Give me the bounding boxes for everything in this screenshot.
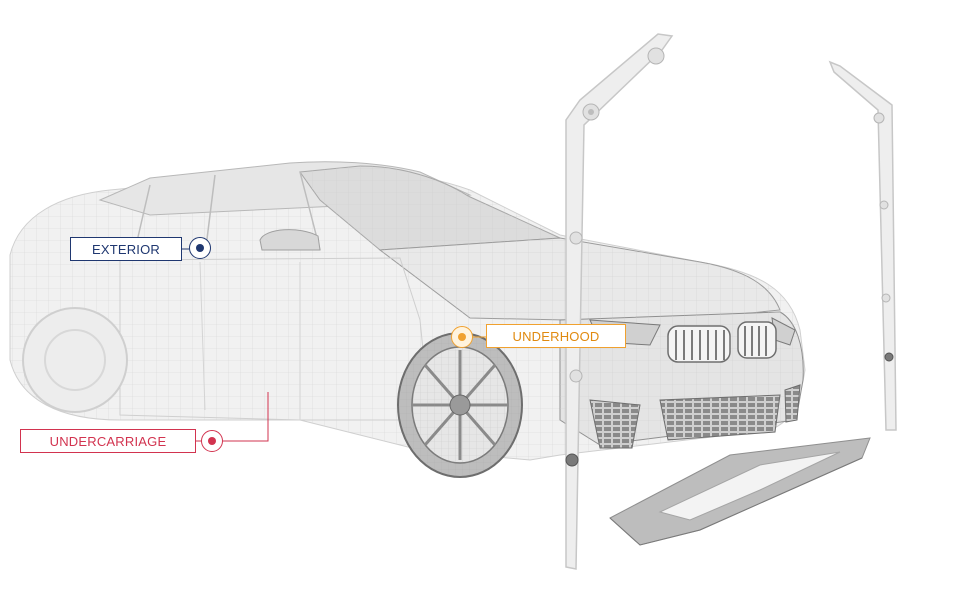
left-scanner-arch [565, 33, 674, 570]
underhood-label-text: UNDERHOOD [512, 328, 600, 344]
undercarriage-label[interactable]: UNDERCARRIAGE [20, 429, 196, 453]
underhood-hotspot-dot [458, 333, 466, 341]
callout-connectors [182, 248, 486, 442]
undercarriage-scanner-ramp [609, 437, 871, 546]
underhood-hotspot-icon[interactable] [451, 326, 473, 348]
exterior-hotspot-icon[interactable] [189, 237, 211, 259]
underhood-label[interactable]: UNDERHOOD [486, 324, 626, 348]
exterior-hotspot-dot [196, 244, 204, 252]
exterior-label[interactable]: EXTERIOR [70, 237, 182, 261]
undercarriage-label-text: UNDERCARRIAGE [49, 433, 167, 449]
undercarriage-hotspot-icon[interactable] [201, 430, 223, 452]
right-scanner-arch [828, 60, 897, 431]
undercarriage-hotspot-dot [208, 437, 216, 445]
exterior-label-text: EXTERIOR [91, 241, 161, 257]
